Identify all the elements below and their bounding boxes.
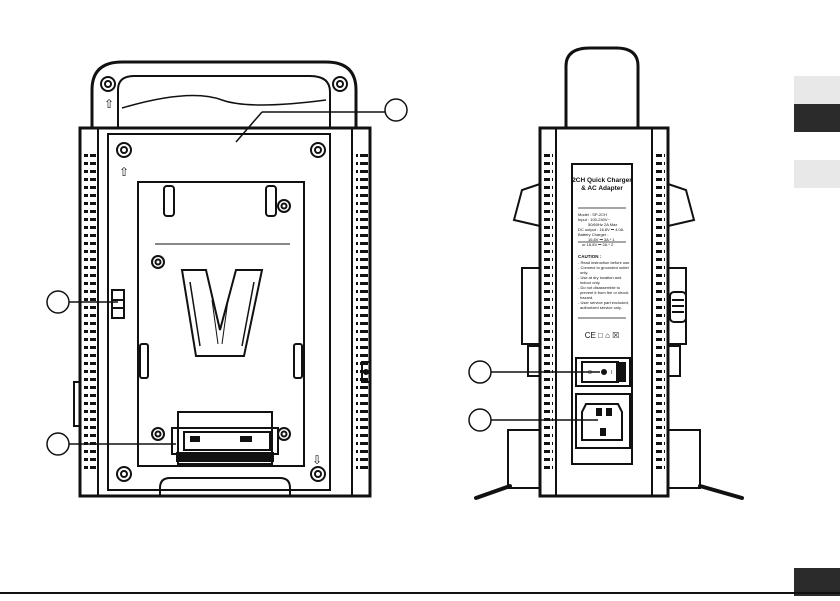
label-panel-frame	[571, 163, 633, 465]
caution-line: - Connect to grounded outlet	[578, 265, 630, 270]
side-tab-active	[794, 104, 840, 132]
front-view: ⇧ ⇧ ⇩	[73, 60, 372, 498]
front-body	[78, 126, 372, 498]
cert-marks-icon: CE □ ⌂ ☒	[585, 331, 620, 340]
spec-line: Model : SP-2CH	[578, 212, 607, 217]
svg-text:⇧: ⇧	[119, 165, 129, 179]
callout-circle-connector	[46, 432, 70, 456]
switch-off-mark: O	[588, 370, 592, 376]
caution-line: authorized service only.	[580, 305, 622, 310]
caution-line: only.	[580, 270, 588, 275]
spec-line: 50/60Hz 2A Max	[588, 222, 617, 227]
spec-line: Input : 100-240V~	[578, 217, 611, 222]
battery-plate	[107, 133, 331, 491]
caution-line: - Read instruction before use.	[578, 260, 630, 265]
caution-line: indoor only.	[580, 280, 600, 285]
spec-line: Battery Charger :	[578, 232, 608, 237]
callouts-front	[46, 98, 408, 456]
ac-inlet	[575, 393, 631, 449]
spec-line: or 16.8V ⎓ 2A * 2	[582, 242, 614, 247]
bottom-rule	[0, 592, 840, 594]
caution-line: - User service part excluded,	[578, 300, 629, 305]
caution-line: - Do not disassemble to	[578, 285, 621, 290]
svg-text:⇩: ⇩	[312, 453, 322, 467]
side-tab-footer	[794, 568, 840, 596]
caution-line: - Use at dry location and	[578, 275, 621, 280]
switch-on-mark: I	[611, 370, 612, 376]
side-view	[474, 46, 744, 500]
caution-title: CAUTION :	[578, 254, 602, 259]
handle	[90, 60, 358, 128]
caution-line: prevent it from fire or shock	[580, 290, 628, 295]
side-tab	[794, 160, 840, 188]
svg-text:⇧: ⇧	[104, 97, 114, 111]
callout-circle-top	[384, 98, 408, 122]
caution-line: hazard.	[580, 295, 593, 300]
label-title-line1: 2CH Quick Charger	[572, 177, 632, 184]
label-panel-text: 2CH Quick Charger & AC Adapter Model : S…	[572, 177, 632, 376]
spec-line: 16.8V ⎓ 3A * 1	[588, 237, 615, 242]
callout-circle-latch	[46, 290, 70, 314]
side-tab	[794, 76, 840, 104]
callouts-side	[468, 360, 600, 432]
callout-circle-switch	[468, 360, 492, 384]
spec-line: DC output : 16.8V ⎓ 4.0A	[578, 227, 624, 232]
callout-circle-inlet	[468, 408, 492, 432]
label-title-line2: & AC Adapter	[581, 185, 623, 192]
